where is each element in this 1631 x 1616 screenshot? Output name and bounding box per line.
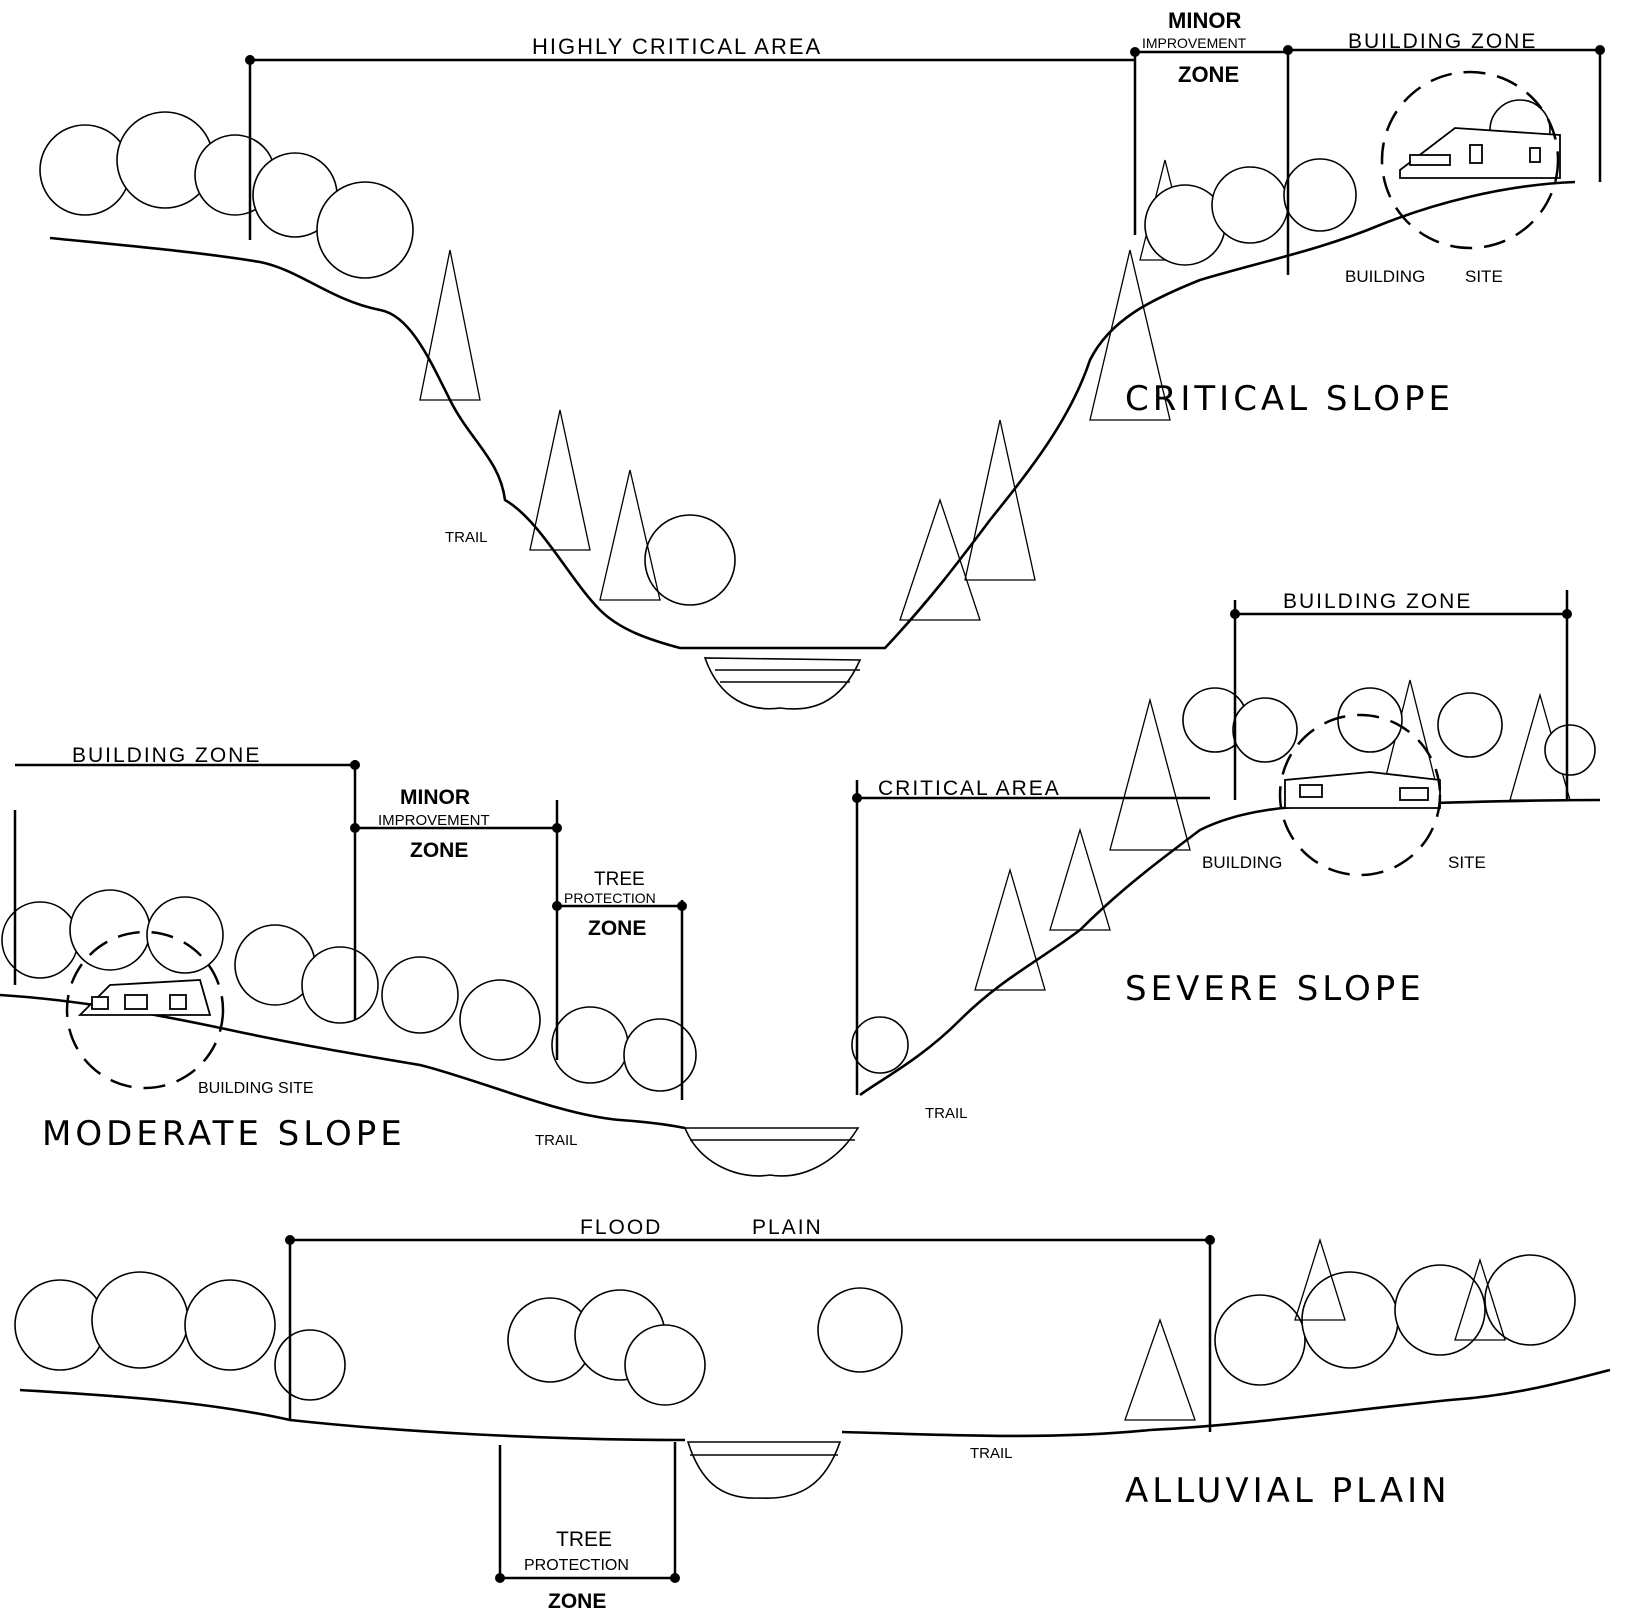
alluvial-tree-label-mid: PROTECTION	[524, 1557, 629, 1574]
critical-slope-ground	[49, 180, 1576, 650]
alluvial-tree-label-top: TREE	[556, 1528, 612, 1551]
moderate-trail-label: TRAIL	[535, 1132, 578, 1149]
dim-node	[350, 760, 360, 770]
moderate-tree-label-mid: PROTECTION	[564, 890, 656, 906]
dim-node	[552, 823, 562, 833]
critical-minor-label-mid: IMPROVEMENT	[1142, 35, 1247, 51]
moderate-minor-label-bottom: ZONE	[410, 839, 468, 862]
dim-node	[852, 793, 862, 803]
moderate-building-site-circle	[65, 930, 225, 1090]
alluvial-trees	[14, 1254, 1576, 1406]
flood-plain-label-b: PLAIN	[752, 1216, 823, 1239]
highly-critical-area-label: HIGHLY CRITICAL AREA	[532, 34, 822, 59]
critical-conifers	[419, 159, 1191, 621]
critical-slope-section: HIGHLY CRITICAL AREA MINOR IMPROVEMENT Z…	[39, 8, 1605, 710]
moderate-severe-section: BUILDING ZONE MINOR IMPROVEMENT ZONE TRE…	[0, 590, 1601, 1177]
severe-trail-label: TRAIL	[925, 1105, 968, 1122]
critical-minor-label-bottom: ZONE	[1178, 62, 1239, 87]
dim-node	[1230, 609, 1240, 619]
critical-slope-title: CRITICAL SLOPE	[1125, 379, 1454, 419]
moderate-building-zone-label: BUILDING ZONE	[72, 744, 261, 767]
alluvial-conifers	[1124, 1237, 1506, 1421]
moderate-minor-label-top: MINOR	[400, 786, 470, 809]
critical-minor-label-top: MINOR	[1168, 8, 1241, 33]
critical-building-zone-label: BUILDING ZONE	[1348, 30, 1537, 53]
severe-house	[1284, 771, 1441, 809]
alluvial-plain-title: ALLUVIAL PLAIN	[1125, 1471, 1451, 1511]
alluvial-river	[686, 1441, 842, 1499]
dim-node	[1595, 45, 1605, 55]
severe-building-site-label-b: SITE	[1448, 853, 1486, 872]
moderate-minor-label-mid: IMPROVEMENT	[378, 812, 490, 829]
dim-node	[350, 823, 360, 833]
moderate-trees	[1, 889, 909, 1092]
severe-building-site-circle	[1278, 713, 1442, 877]
severe-slope-title: SEVERE SLOPE	[1125, 969, 1425, 1009]
dim-node	[1205, 1235, 1215, 1245]
moderate-tree-label-top: TREE	[594, 869, 645, 890]
critical-house	[1399, 127, 1561, 179]
moderate-building-site-label: BUILDING SITE	[198, 1080, 314, 1097]
dim-node	[670, 1573, 680, 1583]
moderate-slope-title: MODERATE SLOPE	[42, 1114, 406, 1154]
moderate-river	[683, 1127, 860, 1177]
dim-node	[285, 1235, 295, 1245]
critical-building-site-label-b: SITE	[1465, 267, 1503, 286]
critical-left-trees	[39, 111, 736, 606]
dim-node	[245, 55, 255, 65]
alluvial-tree-label-bottom: ZONE	[548, 1590, 606, 1613]
moderate-house	[77, 979, 212, 1016]
alluvial-plain-ground	[19, 1368, 1611, 1442]
critical-river	[703, 657, 862, 710]
alluvial-trail-label: TRAIL	[970, 1445, 1013, 1462]
critical-building-site-label-a: BUILDING	[1345, 267, 1425, 286]
dim-node	[1283, 45, 1293, 55]
moderate-tree-label-bottom: ZONE	[588, 917, 646, 940]
dim-node	[495, 1573, 505, 1583]
dim-node	[1562, 609, 1572, 619]
dim-node	[1130, 47, 1140, 57]
dim-node	[552, 901, 562, 911]
critical-trail-label: TRAIL	[445, 529, 488, 546]
severe-critical-area-label: CRITICAL AREA	[878, 777, 1061, 800]
dim-node	[677, 901, 687, 911]
severe-building-site-label-a: BUILDING	[1202, 853, 1282, 872]
severe-slope-ground	[859, 798, 1601, 1097]
severe-trees	[1182, 687, 1596, 776]
critical-building-site-circle	[1380, 70, 1560, 250]
critical-right-trees	[1144, 99, 1551, 266]
flood-plain-label-a: FLOOD	[580, 1216, 662, 1239]
severe-building-zone-label: BUILDING ZONE	[1283, 590, 1472, 613]
alluvial-plain-section: FLOOD PLAIN TREE PROTECTION ZONE TRAIL A…	[14, 1216, 1611, 1613]
